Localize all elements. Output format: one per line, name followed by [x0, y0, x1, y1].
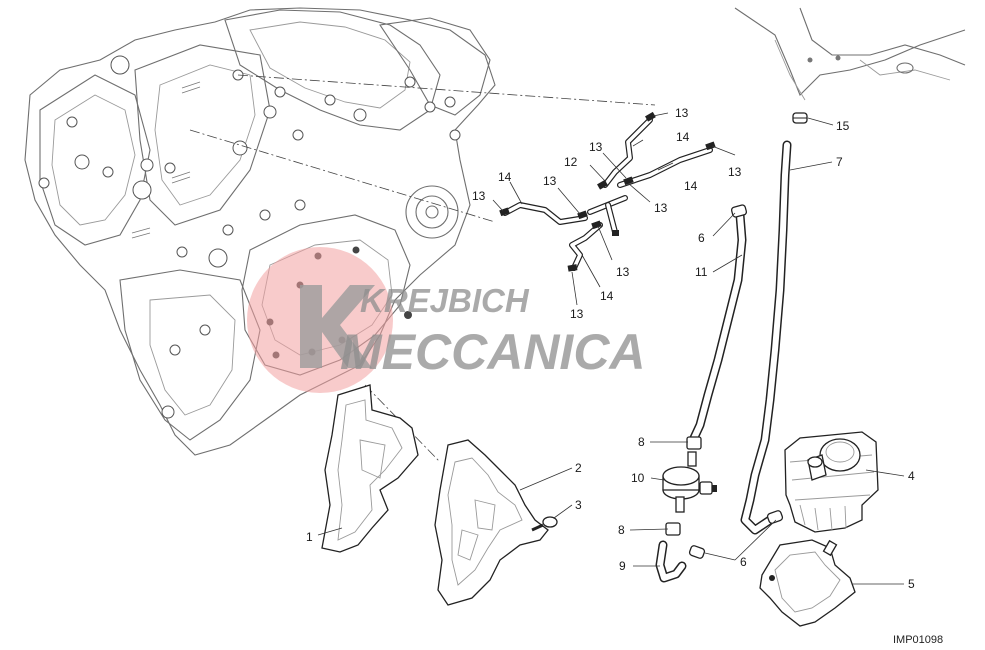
callout-14c: 14 [498, 170, 512, 184]
callout-10: 10 [631, 471, 645, 485]
part-15-clamp [792, 112, 808, 124]
image-code: IMP01098 [893, 634, 943, 646]
part-6-clamp-lower [688, 510, 784, 559]
part-2-guard [434, 439, 549, 606]
callout-6b: 6 [740, 555, 747, 569]
frame-section [734, 7, 966, 101]
watermark-line2: MECCANICA [340, 324, 646, 380]
part-9-elbow [655, 540, 687, 583]
guide-lines [189, 74, 656, 463]
watermark: KREJBICH MECCANICA [247, 247, 646, 393]
callout-8b: 8 [618, 523, 625, 537]
callout-7: 7 [836, 155, 843, 169]
callout-3: 3 [575, 498, 582, 512]
part-4-canister [784, 431, 879, 533]
callout-4: 4 [908, 469, 915, 483]
callout-6a: 6 [698, 231, 705, 245]
callout-13e: 13 [472, 189, 486, 203]
callout-14d: 14 [600, 289, 614, 303]
callout-2: 2 [575, 461, 582, 475]
part-8-fitting-upper [686, 436, 702, 450]
callout-13d: 13 [543, 174, 557, 188]
callout-labels: 1 2 3 4 5 6 6 7 8 8 9 10 11 12 13 13 13 … [306, 106, 915, 591]
callout-13a: 13 [675, 106, 689, 120]
callout-1: 1 [306, 530, 313, 544]
callout-5: 5 [908, 577, 915, 591]
part-5-bracket [759, 539, 856, 627]
part-7-hose [740, 140, 792, 535]
leader-lines [317, 112, 905, 585]
callout-8a: 8 [638, 435, 645, 449]
callout-11: 11 [695, 265, 708, 279]
callout-13b: 13 [589, 140, 603, 154]
callout-13f: 13 [654, 201, 668, 215]
watermark-line1: KREJBICH [360, 282, 530, 319]
callout-13c: 13 [728, 165, 742, 179]
part-8-fitting-lower [665, 522, 681, 536]
callout-12: 12 [564, 155, 578, 169]
part-1-guard [321, 384, 419, 553]
callout-13h: 13 [570, 307, 584, 321]
part-11-hose [689, 204, 748, 443]
part-3-screw [531, 516, 558, 532]
callout-13g: 13 [616, 265, 630, 279]
breather-hose-cluster [499, 111, 716, 272]
callout-9: 9 [619, 559, 626, 573]
engine-block [24, 7, 496, 456]
watermark-k-logo [300, 285, 375, 368]
callout-14b: 14 [684, 179, 698, 193]
part-10-valve [662, 451, 717, 513]
callout-15: 15 [836, 119, 850, 133]
callout-14a: 14 [676, 130, 690, 144]
